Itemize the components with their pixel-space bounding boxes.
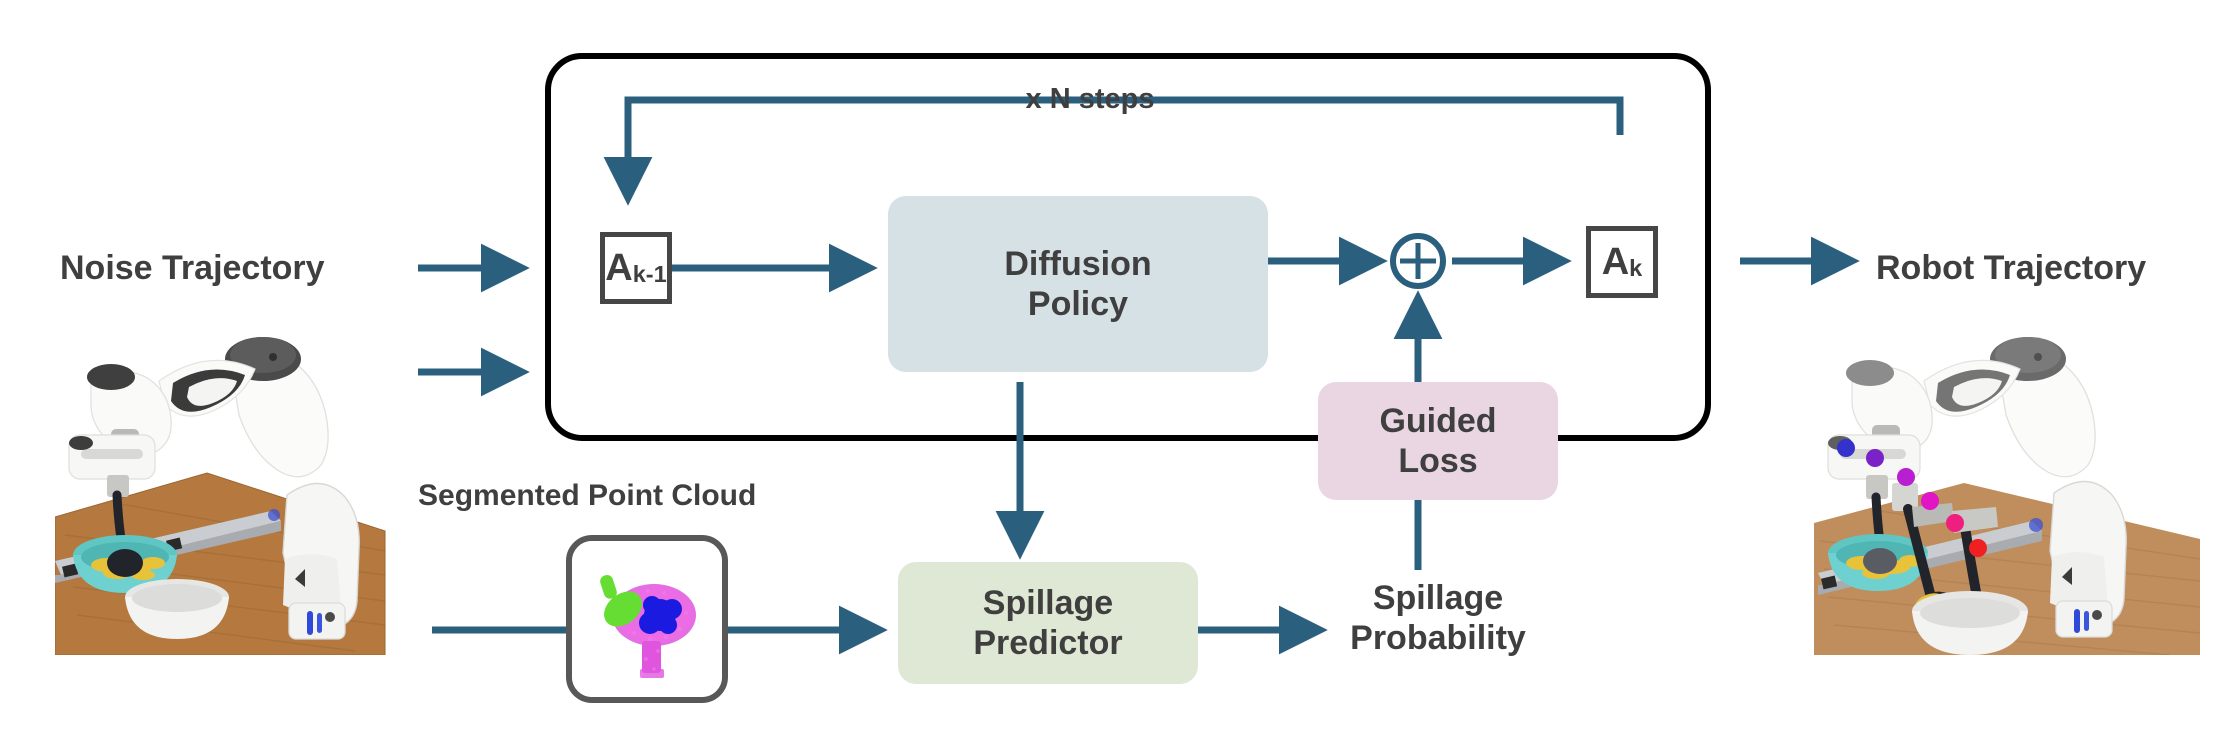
right-robot-photo [1800, 325, 2200, 655]
node-spillage-predictor[interactable]: Spillage Predictor [898, 562, 1198, 684]
segmented-point-cloud-label: Segmented Point Cloud [418, 479, 757, 512]
robot-trajectory-label: Robot Trajectory [1876, 249, 2147, 287]
node-diffusion-policy[interactable]: Diffusion Policy [888, 196, 1268, 372]
spoon-point-cloud [600, 574, 642, 627]
a-k-base: A [1601, 240, 1630, 283]
node-guided-loss[interactable]: Guided Loss [1318, 382, 1558, 500]
food-point-cloud [639, 596, 682, 634]
spillage-probability-label: Spillage Probability [1350, 579, 1526, 658]
segmented-point-cloud-card[interactable] [566, 535, 728, 703]
x-n-steps-label: x N steps [1025, 83, 1155, 115]
pipeline-frame-rect [545, 53, 1711, 441]
right-photo-svg [1800, 325, 2200, 655]
a-k-sub: k [1629, 255, 1643, 282]
left-photo-svg [55, 325, 415, 655]
left-robot-photo [55, 325, 415, 655]
trajectory-waypoints [1837, 439, 1987, 557]
point-cloud-svg [572, 541, 722, 697]
feedback-loop-path [603, 96, 1624, 206]
a-k-minus-1-sub: k-1 [632, 261, 667, 288]
noise-trajectory-label: Noise Trajectory [60, 249, 325, 287]
a-k-minus-1-base: A [605, 246, 633, 289]
